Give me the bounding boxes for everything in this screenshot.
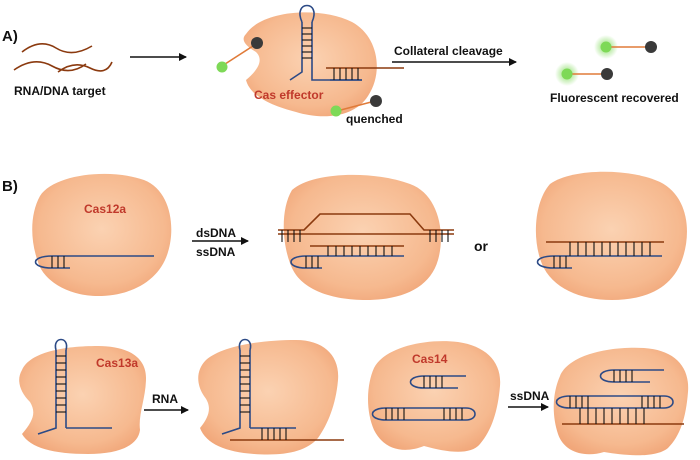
quenched-label: quenched [346,112,403,126]
cleaved-reporter-2 [555,62,613,86]
cas13a-blob-1 [19,346,146,454]
reporter-probe-quenched [330,95,382,117]
cas12a-blob-3 [535,171,687,300]
crrna-hairpin [289,4,362,81]
cas12a-label: Cas12a [84,202,127,216]
target-strands [13,43,113,73]
dsdna-bubble-target [278,213,454,269]
cas13a-label: Cas13a [96,356,139,370]
cas-effector-blob [243,12,377,117]
or-label: or [474,238,488,254]
cleaved-reporter-1 [594,35,657,59]
cas13a-blob-2 [198,340,339,455]
reporter-probe-1 [216,37,263,73]
cas14-arrow-label: ssDNA [510,389,550,403]
hairpin-rungs [302,27,312,59]
cleavage-label: Collateral cleavage [394,44,503,58]
cas12a-blob-1 [32,173,172,296]
ssdna-bound-target [536,241,664,269]
cas14-blob-1 [368,341,501,452]
panel-label-b: B) [2,178,18,195]
effector-label: Cas effector [254,88,324,102]
dsdna-label: dsDNA [196,226,237,240]
cas13a-crrna-1 [37,338,112,435]
cas14-label: Cas14 [412,352,448,366]
ssdna-label: ssDNA [196,245,236,259]
panel-label-a: A) [2,28,18,45]
bound-target-duplex [326,67,404,81]
rna-label: RNA [152,392,178,406]
cas14-bound-ssdna [555,369,684,425]
cas14-blob-2 [553,347,689,456]
target-label: RNA/DNA target [14,84,106,98]
cas12a-guide-1 [34,255,154,269]
cas14-guides-1 [371,375,476,421]
cas12a-blob-2 [283,174,441,300]
cas13a-rungs-1 [56,355,66,413]
recovered-label: Fluorescent recovered [550,91,679,105]
cas13a-bound-rna [230,355,344,441]
